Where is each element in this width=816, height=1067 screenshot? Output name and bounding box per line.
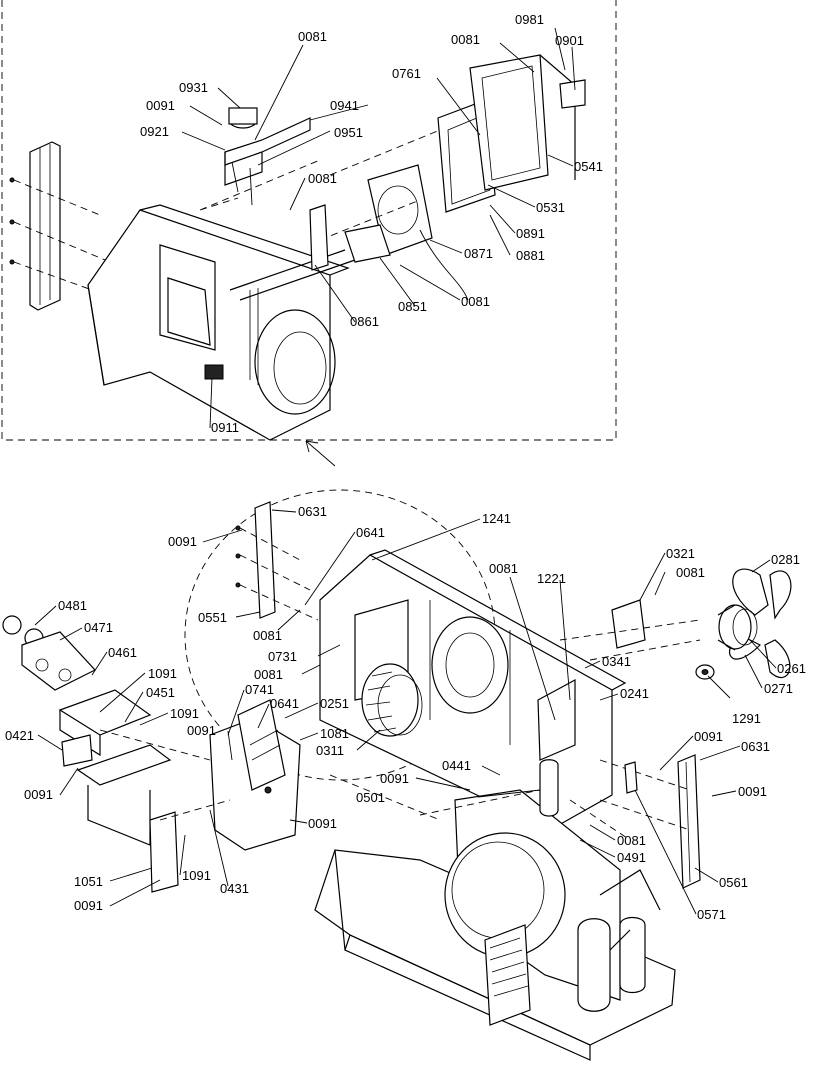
callout-0081: 0081 [308,171,337,186]
callout-0091: 0091 [74,898,103,913]
callout-0571: 0571 [697,907,726,922]
callout-0641: 0641 [356,525,385,540]
callout-0871: 0871 [464,246,493,261]
callout-0091: 0091 [308,816,337,831]
callout-0501: 0501 [356,790,385,805]
callout-0481: 0481 [58,598,87,613]
callout-0081: 0081 [298,29,327,44]
callout-0081: 0081 [254,667,283,682]
callout-0311: 0311 [316,743,344,758]
callout-0261: 0261 [777,661,806,676]
callout-0421: 0421 [5,728,34,743]
inset-small-brackets [309,79,586,271]
callout-0451: 0451 [146,685,175,700]
callout-0091: 0091 [24,787,53,802]
callout-0731: 0731 [268,649,297,664]
callout-1051: 1051 [74,874,103,889]
callout-0631: 0631 [298,504,327,519]
callout-0531: 0531 [536,200,565,215]
detail-inset [1,0,617,467]
control-assembly [2,615,179,893]
right-rail-set [599,754,701,889]
main-chassis-panel [319,549,627,831]
blower-wheel [361,663,423,737]
callout-0471: 0471 [84,620,113,635]
callout-0341: 0341 [602,654,631,669]
fan-motor [559,568,792,680]
callout-1241: 1241 [482,511,511,526]
callout-0091: 0091 [380,771,409,786]
callout-0981: 0981 [515,12,544,27]
callout-0911: 0911 [211,420,239,435]
callout-0091: 0091 [738,784,767,799]
callout-0431: 0431 [220,881,249,896]
inset-switch-bracket [199,107,321,211]
callout-0091: 0091 [187,723,216,738]
callout-0081: 0081 [489,561,518,576]
callout-0091: 0091 [694,729,723,744]
callout-0561: 0561 [719,875,748,890]
callout-0941: 0941 [330,98,359,113]
inset-left-rail [9,141,121,311]
callout-1091: 1091 [148,666,177,681]
callout-0641: 0641 [270,696,299,711]
callout-1291: 1291 [732,711,761,726]
callout-0861: 0861 [350,314,379,329]
callout-1221: 1221 [537,571,566,586]
base-assembly [314,759,676,1061]
side-panel [209,699,301,851]
callout-0081: 0081 [451,32,480,47]
callout-0081: 0081 [253,628,282,643]
callout-0321: 0321 [666,546,695,561]
callout-0241: 0241 [620,686,649,701]
callout-0951: 0951 [334,125,363,140]
callout-0541: 0541 [574,159,603,174]
callout-0081: 0081 [617,833,646,848]
callout-0741: 0741 [245,682,274,697]
callout-0921: 0921 [140,124,169,139]
leader-lines [34,27,777,915]
callout-1091: 1091 [182,868,211,883]
callout-0761: 0761 [392,66,421,81]
callout-0281: 0281 [771,552,800,567]
callout-0551: 0551 [198,610,227,625]
callout-0251: 0251 [320,696,349,711]
callout-labels: 0081 0981 0901 0081 0931 0761 0091 0941 … [5,12,806,922]
callout-1091: 1091 [170,706,199,721]
callout-0491: 0491 [617,850,646,865]
callout-0461: 0461 [108,645,137,660]
callout-0091: 0091 [146,98,175,113]
callout-1081: 1081 [320,726,349,741]
callout-0631: 0631 [741,739,770,754]
inset-housing-panel [87,204,356,441]
callout-0081: 0081 [461,294,490,309]
callout-0881: 0881 [516,248,545,263]
callout-0931: 0931 [179,80,208,95]
callout-0091: 0091 [168,534,197,549]
inset-blower-frames [319,54,576,301]
callout-0891: 0891 [516,226,545,241]
callout-0851: 0851 [398,299,427,314]
callout-0901: 0901 [555,33,584,48]
assembly-guide-lines [99,729,631,841]
callout-0081: 0081 [676,565,705,580]
left-rail-set [235,501,319,621]
callout-0271: 0271 [764,681,793,696]
callout-0441: 0441 [442,758,471,773]
